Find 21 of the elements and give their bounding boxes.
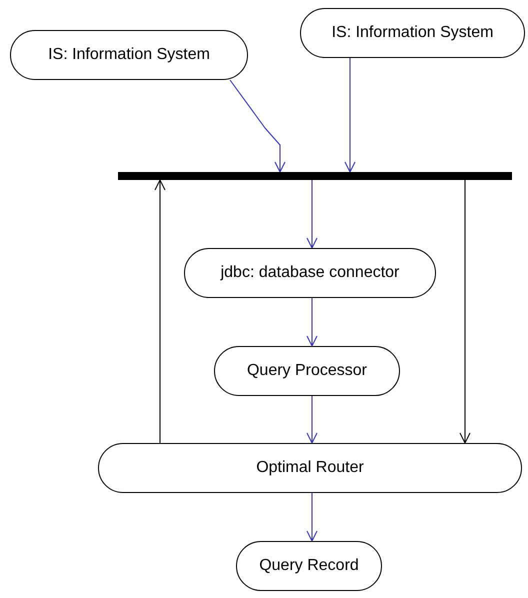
- arrow: [344, 58, 356, 172]
- arrow: [306, 396, 318, 444]
- node-label: jdbc: database connector: [220, 264, 400, 282]
- node-label: IS: Information System: [48, 46, 210, 64]
- arrow: [230, 80, 286, 172]
- activity-node: [300, 8, 525, 58]
- arrow: [306, 492, 318, 542]
- arrow: [306, 298, 318, 346]
- arrow: [460, 180, 470, 444]
- node-label: Query Processor: [246, 362, 368, 380]
- activity-node: [214, 346, 400, 396]
- node-label: Optimal Router: [256, 459, 364, 477]
- arrow: [306, 180, 318, 248]
- activity-node: [98, 443, 522, 493]
- node-label: IS: Information System: [332, 24, 494, 42]
- activity-node: [184, 248, 436, 298]
- node-label: Query Record: [259, 557, 359, 575]
- activity-node: [236, 541, 382, 591]
- sync-bar: [118, 172, 512, 180]
- activity-node: [10, 30, 248, 80]
- arrow: [154, 180, 166, 444]
